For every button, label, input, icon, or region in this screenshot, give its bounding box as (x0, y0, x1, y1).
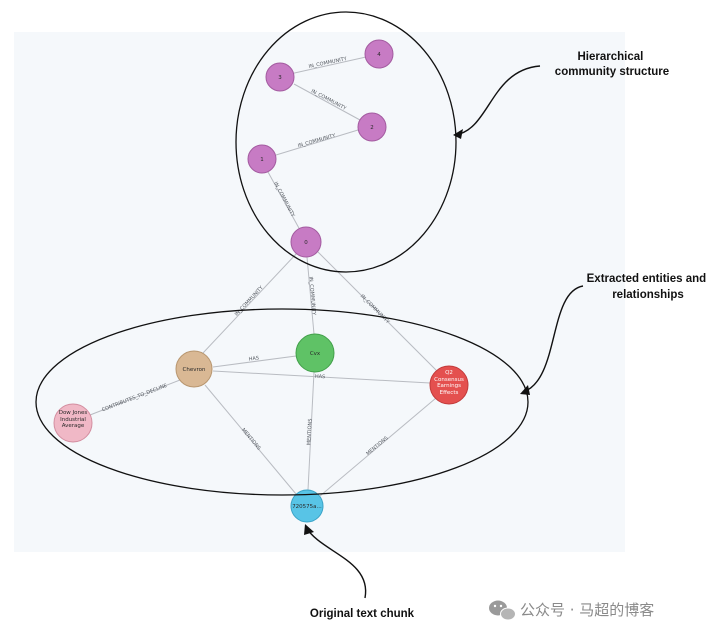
community-node-1-label: 1 (260, 157, 264, 163)
community-node-4[interactable]: 4 (364, 39, 394, 69)
entity-node-earnings-label: Q2 Consensus Earnings Effects (434, 370, 464, 396)
entity-node-dow-jones[interactable]: Dow Jones Industrial Average (52, 403, 94, 443)
edge-label-chunk-cvx: MENTIONS (306, 419, 313, 446)
edge-0-1 (267, 171, 301, 231)
community-node-0[interactable]: 0 (290, 226, 322, 258)
edge-cvx-0 (306, 256, 315, 335)
community-node-1[interactable]: 1 (247, 144, 277, 174)
entity-node-chevron-label: Chevron (183, 367, 206, 373)
entity-group-ellipse (35, 308, 529, 496)
edge-chevron-cvx (212, 355, 297, 368)
graph-canvas (14, 32, 625, 552)
edge-2-3 (293, 83, 361, 121)
edge-chevron-earnings (212, 370, 431, 384)
edge-3-4 (289, 56, 367, 75)
entity-node-earnings[interactable]: Q2 Consensus Earnings Effects (428, 365, 470, 405)
annotation-hierarchy: Hierarchical community structure (555, 51, 669, 78)
chunk-node-label: 720575a... (292, 504, 322, 510)
edge-label-chevron-earnings: HAS (315, 374, 326, 381)
community-node-3[interactable]: 3 (265, 62, 295, 92)
edge-chevron-dowjones (89, 379, 181, 416)
entity-node-cvx-label: Cvx (310, 351, 321, 357)
community-node-0-label: 0 (304, 240, 308, 246)
annotation-entities: Extracted entities and relationships (587, 273, 710, 301)
edge-earnings-0 (315, 249, 439, 373)
chunk-node[interactable]: 720575a... (290, 489, 324, 523)
entity-node-chevron[interactable]: Chevron (175, 350, 213, 388)
wechat-icon (489, 600, 516, 621)
edge-chunk-chevron (204, 384, 297, 495)
annotation-arrow-chunk (304, 524, 367, 599)
annotation-chunk: Original text chunk (310, 608, 415, 620)
edge-chunk-earnings (319, 397, 437, 497)
watermark: 公众号 · 马超的博客 (489, 600, 654, 621)
edge-label-chevron-cvx: HAS (248, 355, 259, 362)
watermark-text: 公众号 · 马超的博客 (520, 601, 654, 619)
community-node-2[interactable]: 2 (357, 112, 387, 142)
edge-1-2 (275, 129, 359, 156)
annotation-arrow-hierarchy (453, 65, 541, 139)
annotation-arrow-entities (520, 285, 584, 395)
edge-chevron-0 (202, 252, 298, 354)
entity-node-cvx[interactable]: Cvx (295, 333, 335, 373)
community-group-ellipse (235, 11, 457, 273)
edge-chunk-cvx (307, 371, 315, 491)
node-layer: 4 3 2 1 0 Chevron Cvx Q2 Cons (52, 39, 470, 523)
community-node-4-label: 4 (377, 52, 381, 58)
entity-node-dow-jones-label: Dow Jones Industrial Average (58, 410, 88, 429)
edge-label-cvx-0: IN_COMMUNITY (307, 276, 316, 316)
community-node-2-label: 2 (370, 125, 374, 131)
community-node-3-label: 3 (278, 75, 282, 81)
